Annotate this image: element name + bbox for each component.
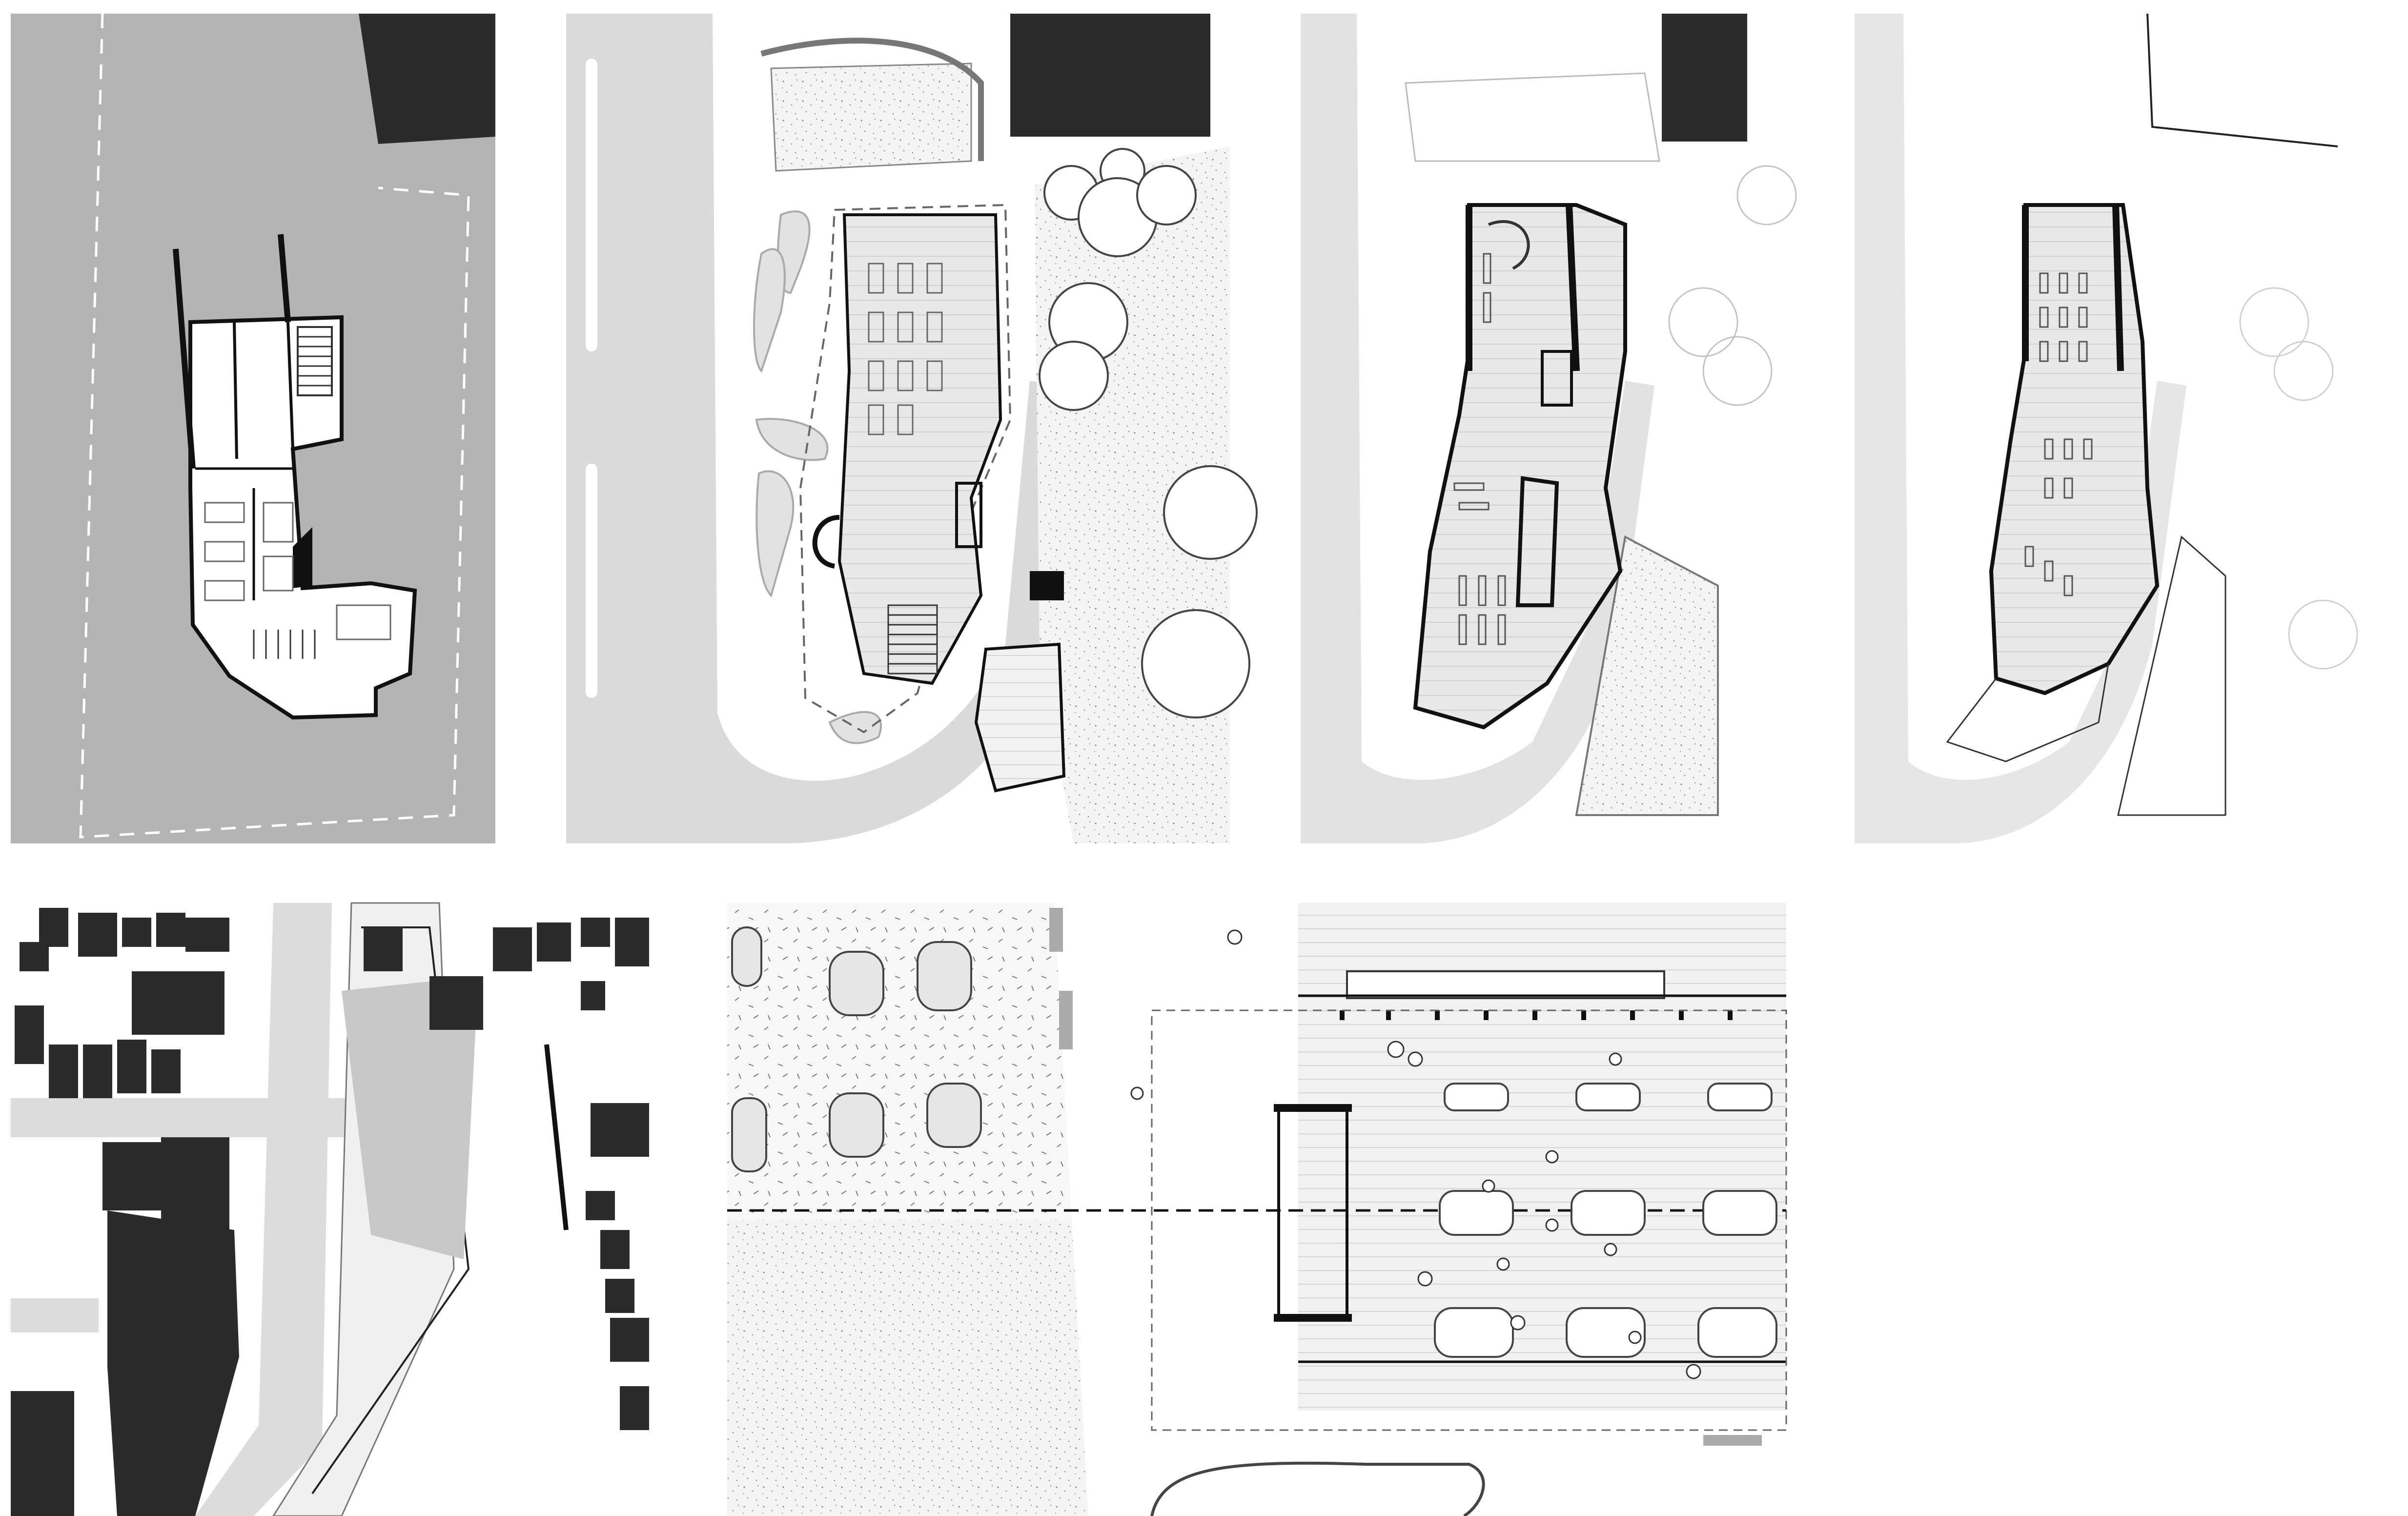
site-plan-panel	[11, 902, 660, 1516]
shelving	[1453, 253, 1506, 645]
people-figures	[1130, 929, 1701, 1379]
second-floor-plan-panel	[1850, 13, 2358, 843]
tree-outlines	[2239, 287, 2358, 670]
ground-floor-slab	[837, 213, 1002, 685]
pavilion-frame	[1274, 1104, 1352, 1322]
basement-footprint	[188, 315, 417, 720]
neighbour-building	[1010, 14, 1210, 137]
road	[1301, 14, 1654, 843]
planting-bed	[1575, 535, 1719, 816]
curb	[760, 38, 984, 161]
bench-bar	[1049, 908, 1063, 952]
neighbour-building	[1662, 14, 1747, 142]
road	[1855, 14, 2186, 843]
detail-plan-panel	[727, 903, 1787, 1516]
cross-street	[11, 1298, 99, 1332]
kerb-line	[2146, 13, 2338, 147]
main-road	[195, 903, 332, 1516]
core	[1541, 350, 1573, 407]
stair-treads	[299, 336, 331, 387]
partition-wall	[286, 322, 294, 450]
canopy-outline	[1946, 663, 2109, 762]
retaining-wall	[278, 234, 291, 323]
first-floor-plan-panel	[1296, 14, 1797, 843]
long-counter	[1346, 970, 1665, 999]
deck-frame	[1298, 994, 1786, 1363]
garden-lower	[727, 1220, 1088, 1516]
stair-core	[297, 326, 333, 396]
boundary-wall	[544, 1044, 569, 1230]
site-boundary	[79, 13, 470, 839]
retaining-wall	[173, 248, 196, 469]
landscape-outlines	[1405, 72, 1660, 162]
building-blocks	[11, 908, 649, 1516]
basement-plan-panel	[11, 13, 495, 843]
column	[293, 527, 312, 588]
second-floor-slab	[1989, 203, 2160, 696]
furniture	[868, 263, 943, 435]
scale-bar	[1703, 1435, 1762, 1446]
tree-outlines	[1668, 165, 1797, 406]
project-footprint	[342, 976, 478, 1259]
road-marking	[586, 464, 597, 698]
partition-wall	[233, 322, 238, 459]
ground-floor-plan-panel	[561, 14, 1258, 843]
reading-desks	[2024, 272, 2093, 596]
column-row	[1340, 1010, 1733, 1020]
ramp-stair	[253, 630, 316, 659]
lawn	[770, 62, 972, 172]
neighbour-building	[359, 14, 495, 144]
table-islands	[1434, 1083, 1777, 1358]
planter-islands	[731, 926, 982, 1172]
road	[566, 14, 1059, 843]
spiral-stair	[1488, 220, 1530, 270]
furniture	[204, 502, 391, 640]
spiral-stair	[812, 515, 840, 569]
road-marking	[586, 59, 597, 351]
lower-planter	[1150, 1461, 1485, 1516]
planting-edge	[2117, 535, 2226, 816]
bench-bar	[1059, 991, 1073, 1049]
main-stair	[887, 604, 938, 675]
entrance-block	[1030, 571, 1064, 600]
reception-desk	[955, 482, 982, 548]
building-outline-dashed	[799, 204, 1012, 734]
structural-wall	[1566, 205, 1580, 371]
void	[1515, 476, 1559, 607]
tree-canopies	[1039, 148, 1258, 718]
structural-wall	[2112, 205, 2124, 371]
amphitheatre	[974, 642, 1066, 793]
